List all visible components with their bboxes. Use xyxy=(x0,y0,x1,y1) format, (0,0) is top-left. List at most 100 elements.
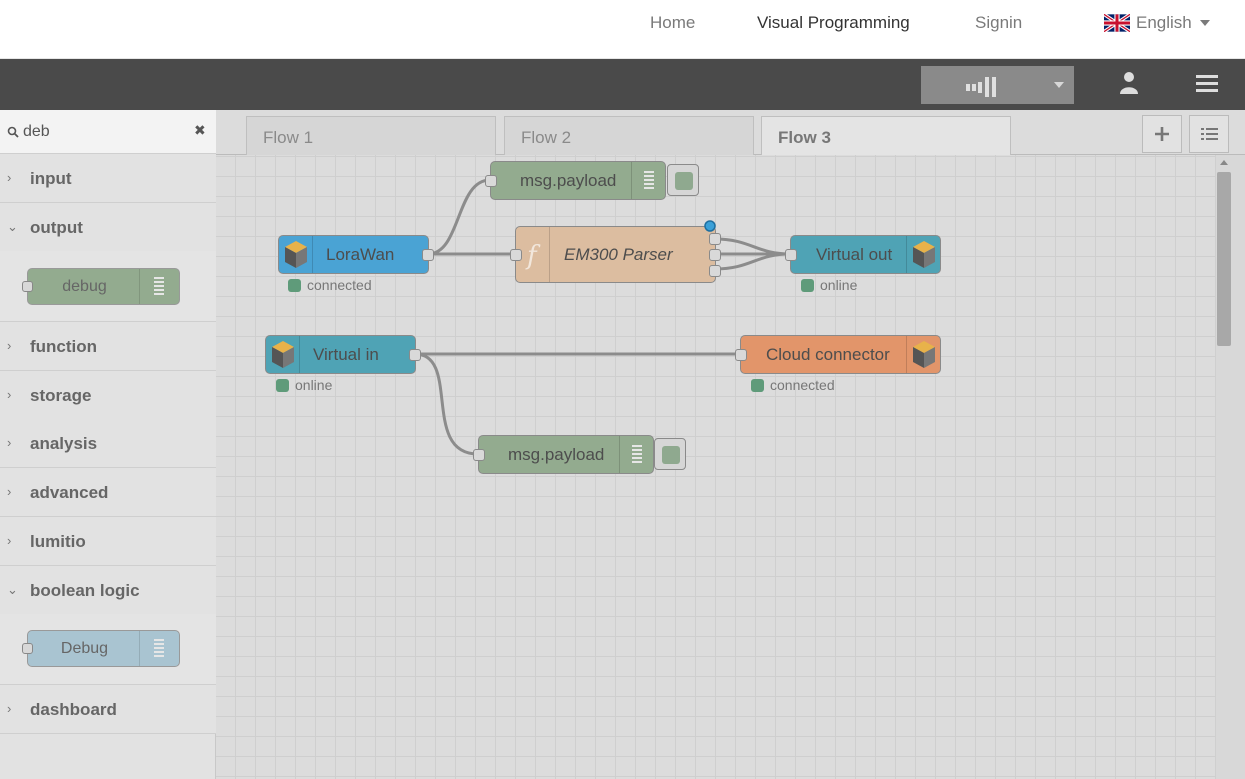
palette-node-boolean-debug[interactable]: Debug xyxy=(22,630,180,667)
language-dropdown[interactable]: English xyxy=(1104,13,1210,33)
cube-icon xyxy=(906,236,940,273)
flow-canvas[interactable]: msg.payload LoraWan connected f EM300 Pa… xyxy=(216,155,1216,779)
virtual-out-status: online xyxy=(801,277,857,293)
canvas-scrollbar-thumb[interactable] xyxy=(1217,172,1231,346)
deploy-icon xyxy=(966,77,996,97)
input-port xyxy=(22,281,33,292)
chevron-right-icon: › xyxy=(7,387,12,402)
flow-tabs-bar: Flow 1 Flow 2 Flow 3 xyxy=(216,110,1245,156)
status-text: connected xyxy=(770,377,835,393)
chevron-right-icon: › xyxy=(7,170,12,185)
cloud-connector-status: connected xyxy=(751,377,835,393)
tab-flow-1[interactable]: Flow 1 xyxy=(246,116,496,155)
debug-list-icon xyxy=(619,436,653,473)
node-label: Virtual out xyxy=(816,245,893,264)
lorawan-node[interactable]: LoraWan xyxy=(278,235,434,274)
category-output-body: debug xyxy=(0,251,216,322)
search-input[interactable]: deb xyxy=(23,123,50,140)
flow-wires xyxy=(414,178,791,456)
nav-home-link[interactable]: Home xyxy=(650,13,696,32)
nav-visual-programming-link[interactable]: Visual Programming xyxy=(757,13,910,32)
input-port[interactable] xyxy=(485,175,497,187)
list-icon xyxy=(1201,128,1218,140)
status-text: connected xyxy=(307,277,372,293)
category-output[interactable]: ⌄ output xyxy=(0,203,216,252)
category-analysis[interactable]: › analysis xyxy=(0,419,216,468)
output-port[interactable] xyxy=(422,249,434,261)
deploy-menu-chevron-icon[interactable] xyxy=(1054,82,1064,88)
language-label: English xyxy=(1136,13,1192,32)
debug-toggle-button[interactable] xyxy=(667,164,699,196)
virtual-in-node[interactable]: Virtual in xyxy=(265,335,421,374)
changed-indicator-icon xyxy=(704,220,716,232)
node-label: EM300 Parser xyxy=(564,245,673,264)
status-dot-icon xyxy=(276,378,289,392)
category-dashboard[interactable]: › dashboard xyxy=(0,685,216,734)
search-icon xyxy=(7,126,19,138)
status-dot-icon xyxy=(801,278,814,292)
wire xyxy=(427,178,491,256)
debug-list-icon xyxy=(139,631,179,666)
debug-list-icon xyxy=(631,162,665,199)
palette-node-debug[interactable]: debug xyxy=(22,268,180,305)
add-flow-button[interactable] xyxy=(1142,115,1182,153)
input-port[interactable] xyxy=(785,249,797,261)
clear-search-icon[interactable]: ✖ xyxy=(194,122,206,138)
category-boolean-logic[interactable]: ⌄ boolean logic xyxy=(0,566,216,615)
debug-node-msg-payload[interactable]: msg.payload xyxy=(485,161,666,200)
chevron-right-icon: › xyxy=(7,338,12,353)
cloud-connector-node[interactable]: Cloud connector xyxy=(735,335,941,374)
virtual-out-node[interactable]: Virtual out xyxy=(785,235,941,274)
tab-flow-3[interactable]: Flow 3 xyxy=(761,116,1011,156)
category-storage[interactable]: › storage xyxy=(0,371,216,420)
deploy-button[interactable] xyxy=(921,66,1074,104)
cube-icon xyxy=(266,336,300,373)
user-icon[interactable] xyxy=(1119,71,1139,95)
flow-list-button[interactable] xyxy=(1189,115,1229,153)
debug-toggle-button[interactable] xyxy=(654,438,686,470)
category-label: input xyxy=(30,169,72,188)
cube-icon xyxy=(279,236,313,273)
wire xyxy=(714,252,791,271)
input-port[interactable] xyxy=(735,349,747,361)
node-palette: deb ✖ › input ⌄ output debug › function … xyxy=(0,110,216,779)
node-label: LoraWan xyxy=(326,245,395,264)
category-label: analysis xyxy=(30,434,98,453)
category-advanced[interactable]: › advanced xyxy=(0,468,216,517)
node-label: Virtual in xyxy=(313,345,379,364)
chevron-right-icon: › xyxy=(7,533,12,548)
status-text: online xyxy=(820,277,858,293)
debug-node-msg-payload-2[interactable]: msg.payload xyxy=(473,435,654,474)
category-lumitio[interactable]: › lumitio xyxy=(0,517,216,566)
input-port[interactable] xyxy=(510,249,522,261)
output-port-1[interactable] xyxy=(709,233,721,245)
category-label: function xyxy=(30,337,98,356)
palette-node-label: debug xyxy=(62,278,107,295)
chevron-right-icon: › xyxy=(7,484,12,499)
debug-list-icon xyxy=(139,269,179,304)
output-port[interactable] xyxy=(409,349,421,361)
svg-text:f: f xyxy=(525,241,541,271)
scroll-up-arrow-icon[interactable] xyxy=(1220,160,1228,165)
palette-node-label: Debug xyxy=(60,640,109,657)
category-label: dashboard xyxy=(30,700,117,719)
virtual-in-status: online xyxy=(276,377,332,393)
function-node-em300-parser[interactable]: f EM300 Parser xyxy=(510,226,721,283)
category-function[interactable]: › function xyxy=(0,322,216,371)
palette-search[interactable]: deb ✖ xyxy=(0,110,216,154)
chevron-right-icon: › xyxy=(7,701,12,716)
editor-header xyxy=(0,59,1245,110)
nav-signin-link[interactable]: Signin xyxy=(975,13,1023,32)
output-port-2[interactable] xyxy=(709,249,721,261)
chevron-down-icon xyxy=(1199,20,1210,26)
hamburger-menu-icon[interactable] xyxy=(1196,71,1218,95)
category-input[interactable]: › input xyxy=(0,154,216,203)
category-label: lumitio xyxy=(30,532,86,551)
chevron-down-icon: ⌄ xyxy=(7,582,18,597)
input-port[interactable] xyxy=(473,449,485,461)
output-port-3[interactable] xyxy=(709,265,721,277)
node-label: Cloud connector xyxy=(766,345,890,364)
status-dot-icon xyxy=(751,378,764,392)
tab-flow-2[interactable]: Flow 2 xyxy=(504,116,754,155)
category-boolean-logic-body: Debug xyxy=(0,614,216,685)
